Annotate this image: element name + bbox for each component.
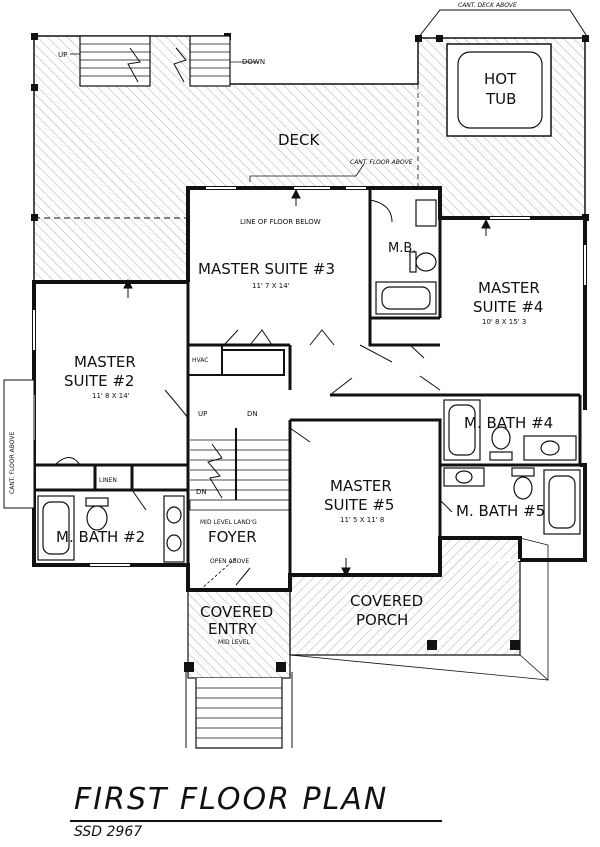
suite2-dims: 11' 8 X 14' xyxy=(92,392,130,400)
deck-stair-down-label: DOWN xyxy=(242,58,265,66)
bath-fixtures xyxy=(37,199,581,563)
cant-deck-above-outline xyxy=(416,9,589,39)
cant-floor-above-box xyxy=(3,379,35,509)
hot-tub xyxy=(446,43,552,137)
mbath4-label: M. BATH #4 xyxy=(464,414,553,432)
direction-arrows xyxy=(123,188,491,578)
suite4-line1: MASTER xyxy=(478,279,540,297)
cant-floor-above-left-note: CANT. FLOOR ABOVE xyxy=(9,432,16,494)
suite3-dims: 11' 7 X 14' xyxy=(252,282,290,290)
foyer-stair-up-label: UP xyxy=(198,410,207,418)
foyer-stair-dn2-label: DN xyxy=(196,488,207,496)
suite5-line1: MASTER xyxy=(330,477,392,495)
mb-label: M.B. xyxy=(388,241,416,256)
suite4-dims: 10' 8 X 15' 3 xyxy=(482,318,526,326)
labels: CANT. DECK ABOVE UP DOWN HOT TUB DECK CA… xyxy=(9,2,553,646)
line-floor-below-note: LINE OF FLOOR BELOW xyxy=(240,218,321,226)
suite5-dims: 11' 5 X 11' 8 xyxy=(340,516,384,524)
cant-floor-above-note: CANT. FLOOR ABOVE xyxy=(350,159,413,166)
suite4-line2: SUITE #4 xyxy=(473,298,543,316)
windows xyxy=(33,187,586,566)
open-above-note: OPEN ABOVE xyxy=(210,558,249,565)
deck-stair-up-label: UP xyxy=(58,51,67,59)
covered-porch-line2: PORCH xyxy=(356,611,408,629)
hot-tub-label-line1: HOT xyxy=(484,70,517,88)
foyer-stair-dn-label: DN xyxy=(247,410,258,418)
suite5-line2: SUITE #5 xyxy=(324,496,394,514)
foyer-label: FOYER xyxy=(208,528,257,546)
cant-floor-above-marker xyxy=(249,163,365,182)
entry-stairs xyxy=(185,672,293,749)
mid-level-landing-note: MID LEVEL LAND'G xyxy=(200,519,257,526)
mbath5-label: M. BATH #5 xyxy=(456,502,545,520)
deck-stairs xyxy=(70,35,258,87)
suite2-line1: MASTER xyxy=(74,353,136,371)
cant-deck-above-note: CANT. DECK ABOVE xyxy=(458,2,517,9)
hvac-label: HVAC xyxy=(192,357,208,364)
porch-posts xyxy=(184,640,520,672)
covered-porch-line1: COVERED xyxy=(350,592,423,610)
deck-label: DECK xyxy=(278,131,321,149)
mbath2-label: M. BATH #2 xyxy=(56,528,145,546)
covered-entry-area xyxy=(187,589,291,679)
covered-entry-line2: ENTRY xyxy=(208,620,257,638)
covered-entry-note: MID LEVEL xyxy=(218,639,251,646)
door-swings xyxy=(54,199,453,586)
title-underline xyxy=(70,820,442,822)
linen-label: LINEN xyxy=(99,477,117,484)
suite3-name: MASTER SUITE #3 xyxy=(198,260,335,278)
hvac-closet xyxy=(187,344,285,376)
covered-entry-line1: COVERED xyxy=(200,603,273,621)
foyer-stairs xyxy=(189,428,291,591)
suite2-line2: SUITE #2 xyxy=(64,372,134,390)
plan-title: FIRST FLOOR PLAN xyxy=(74,782,389,817)
plan-code: SSD 2967 xyxy=(74,824,143,840)
hot-tub-label-line2: TUB xyxy=(485,90,516,108)
